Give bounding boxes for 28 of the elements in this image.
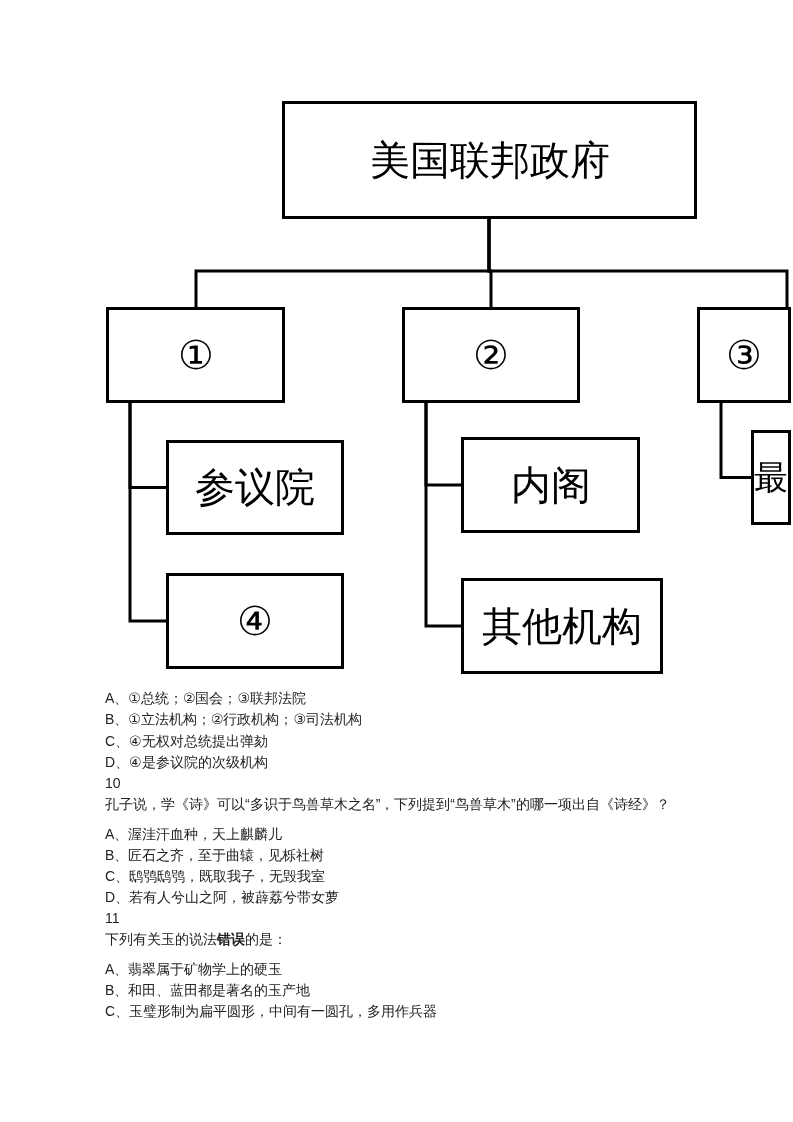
connector-line	[719, 403, 751, 479]
connector-line	[424, 403, 461, 628]
question-number: 11	[105, 909, 120, 927]
org-box: ④	[166, 573, 344, 669]
question-text: A、渥洼汗血种，天上麒麟儿	[105, 825, 283, 843]
question-number: 10	[105, 774, 121, 792]
question-text: C、鸱鸮鸱鸮，既取我子，无毁我室	[105, 867, 326, 885]
question-text: C、玉璧形制为扁平圆形，中间有一圆孔，多用作兵器	[105, 1002, 438, 1020]
org-box: ③	[697, 307, 791, 403]
org-box: ②	[402, 307, 580, 403]
question-text: B、匠石之齐，至于曲辕，见栎社树	[105, 846, 325, 864]
org-box: 其他机构	[461, 578, 663, 674]
question-text: D、④是参议院的次级机构	[105, 753, 268, 771]
org-box: 最	[751, 430, 791, 525]
question-text: B、和田、蓝田都是著名的玉产地	[105, 981, 311, 999]
question-text: B、①立法机构；②行政机构；③司法机构	[105, 710, 362, 728]
question-text: A、翡翠属于矿物学上的硬玉	[105, 960, 283, 978]
question-text: 孔子说，学《诗》可以“多识于鸟兽草木之名”，下列提到“鸟兽草木”的哪一项出自《诗经》？	[105, 795, 670, 813]
org-box: 参议院	[166, 440, 344, 535]
org-box: ①	[106, 307, 285, 403]
connector-line	[487, 219, 789, 307]
connector-line	[128, 403, 166, 623]
question-text: C、④无权对总统提出弹劾	[105, 732, 268, 750]
org-box: 美国联邦政府	[282, 101, 697, 219]
question-text: A、①总统；②国会；③联邦法院	[105, 689, 306, 707]
question-text: D、若有人兮山之阿，被薜荔兮带女萝	[105, 888, 340, 906]
question-text: 下列有关玉的说法错误的是：	[105, 930, 287, 948]
org-box: 内阁	[461, 437, 640, 533]
